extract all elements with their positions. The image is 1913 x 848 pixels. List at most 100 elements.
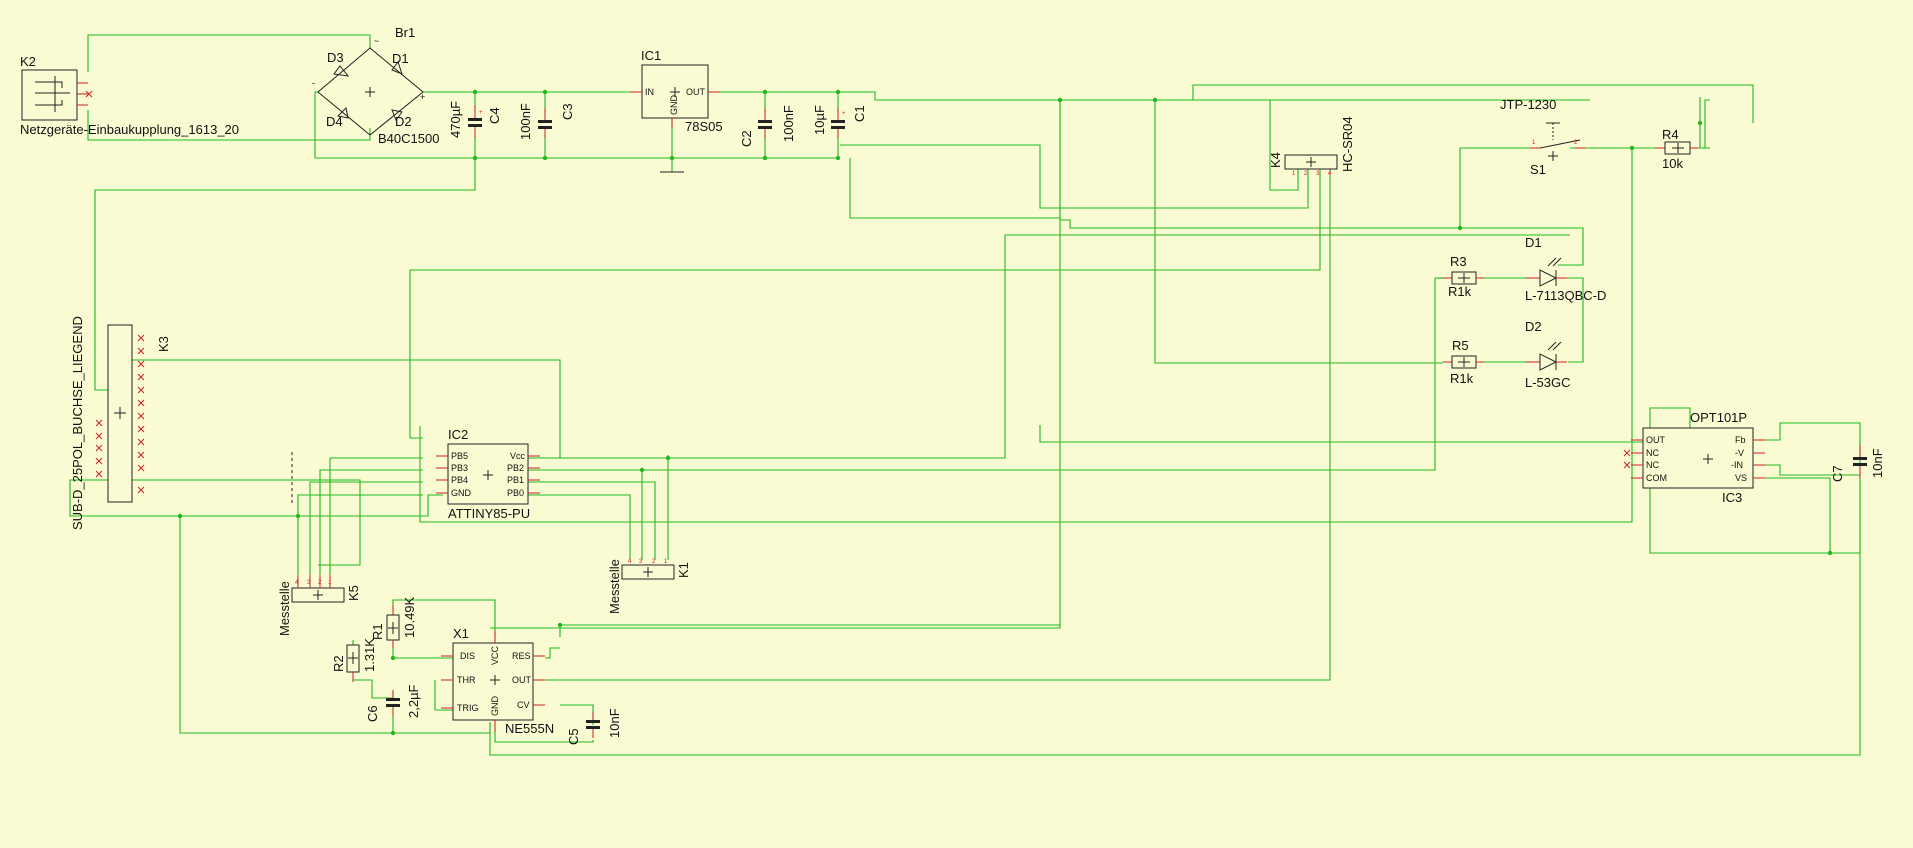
ic3-nc1-label: NC [1646,448,1659,458]
led2-value: L-53GC [1525,375,1571,390]
r5-name: R5 [1452,338,1469,353]
x1-vcc-label: VCC [490,645,500,665]
connector-k2: K2 Netzgeräte-Einbaukupplung_1613_20 [20,54,239,137]
k4-name: K4 [1268,152,1283,168]
k1-name: K1 [676,562,691,578]
connector-k4-hcsr04: 1 2 3 4 K4 HC-SR04 [1268,116,1355,177]
x1-res-label: RES [512,651,531,661]
k1-value: Messtelle [607,559,622,614]
capacitor-c4: + 470µF C4 [448,101,502,138]
ic2-pb4-label: PB4 [451,475,468,485]
c5-value: 10nF [607,708,622,738]
wire-junctions [177,89,1833,736]
capacitor-c3: 100nF C3 [518,103,575,140]
ic2-pb0-label: PB0 [507,488,524,498]
resistor-r1: R1 10.49K [370,596,417,648]
wires [69,34,1861,756]
svg-text:2: 2 [318,580,322,586]
k3-name: K3 [156,336,171,352]
r4-name: R4 [1662,127,1679,142]
svg-text:-: - [312,78,315,88]
c4-name: C4 [487,107,502,124]
svg-text:3: 3 [307,580,311,586]
k2-name: K2 [20,54,36,69]
resistor-r3: R3 R1k [1443,254,1484,299]
bridge-rectifier-br1: Br1 B40C1500 D3 D1 D4 D2 -+ ~ [312,25,439,146]
capacitor-c1: + 10µF C1 [812,105,867,138]
x1-gnd-label: GND [490,696,500,717]
x1-trig-label: TRIG [457,703,479,713]
svg-text:1: 1 [328,580,332,586]
ic2-pb2-label: PB2 [507,463,524,473]
ic1-value: 78S05 [685,119,723,134]
ic2-vcc-label: Vcc [510,451,526,461]
timer-x1: DIS VCC RES THR OUT TRIG GND CV X1 NE555… [441,626,554,736]
x1-name: X1 [453,626,469,641]
svg-text:4: 4 [1328,171,1332,177]
ic1-name: IC1 [641,48,661,63]
ic2-value: ATTINY85-PU [448,506,530,521]
svg-text:4: 4 [628,559,632,565]
ic3-nc2-label: NC [1646,460,1659,470]
led2-name: D2 [1525,319,1542,334]
c1-name: C1 [852,105,867,122]
c3-name: C3 [560,103,575,120]
br1-name: Br1 [395,25,415,40]
led1-value: L-7113QBC-D [1525,288,1606,303]
r3-name: R3 [1450,254,1467,269]
ic1-gnd-label: GND [669,95,679,116]
x1-out-label: OUT [512,675,532,685]
led-d1: D1 L-7113QBC-D [1525,235,1606,303]
resistor-r5: R5 R1k [1443,338,1484,386]
s1-value: JTP-1230 [1500,97,1556,112]
ic3-nv-label: -V [1735,448,1744,458]
c1-value: 10µF [812,105,827,135]
ic1-in-label: IN [645,87,654,97]
regulator-ic1: IN OUT GND IC1 78S05 [630,48,723,173]
r4-value: 10k [1662,156,1683,171]
ic3-fb-label: Fb [1735,435,1746,445]
capacitor-c5: C5 10nF [566,708,622,745]
bridge-d1-label: D1 [392,51,409,66]
ic3-nin-label: -IN [1731,460,1743,470]
x1-cv-label: CV [517,700,530,710]
resistor-r2: R2 1.31K [331,638,377,682]
photodiode-ic3: OUT NC NC COM Fb -V -IN VS OPT101P IC3 [1623,410,1765,505]
ic2-pb3-label: PB3 [451,463,468,473]
r3-value: R1k [1448,284,1472,299]
x1-dis-label: DIS [460,651,475,661]
bridge-d2-label: D2 [395,114,412,129]
led-d2: D2 L-53GC [1525,319,1571,390]
c4-value: 470µF [448,101,463,138]
k2-value: Netzgeräte-Einbaukupplung_1613_20 [20,122,239,137]
svg-text:~: ~ [374,36,379,46]
ic2-name: IC2 [448,427,468,442]
k4-value: HC-SR04 [1340,116,1355,172]
ic2-pb5-label: PB5 [451,451,468,461]
c7-name: C7 [1830,465,1845,482]
svg-text:+: + [479,110,483,116]
svg-text:+: + [420,92,425,102]
r1-value: 10.49K [402,596,417,638]
s1-name: S1 [1530,162,1546,177]
ic3-value: OPT101P [1690,410,1747,425]
svg-text:1: 1 [664,559,668,565]
k5-name: K5 [346,585,361,601]
c2-name: C2 [739,130,754,147]
ic2-pb1-label: PB1 [507,475,524,485]
svg-text:1: 1 [1292,171,1296,177]
ic3-vs-label: VS [1735,473,1747,483]
resistor-r4: R4 10k [1655,127,1698,171]
k3-value: SUB-D_25POL_BUCHSE_LIEGEND [70,316,85,530]
x1-value: NE555N [505,721,554,736]
svg-text:2: 2 [1304,171,1308,177]
capacitor-c7: C7 10nF [1830,445,1885,482]
svg-text:2: 2 [1574,140,1578,146]
c5-name: C5 [566,728,581,745]
ic3-name: IC3 [1722,490,1742,505]
svg-text:+: + [842,111,846,117]
svg-text:3: 3 [1316,171,1320,177]
capacitor-c6: C6 2,2µF [365,684,421,722]
